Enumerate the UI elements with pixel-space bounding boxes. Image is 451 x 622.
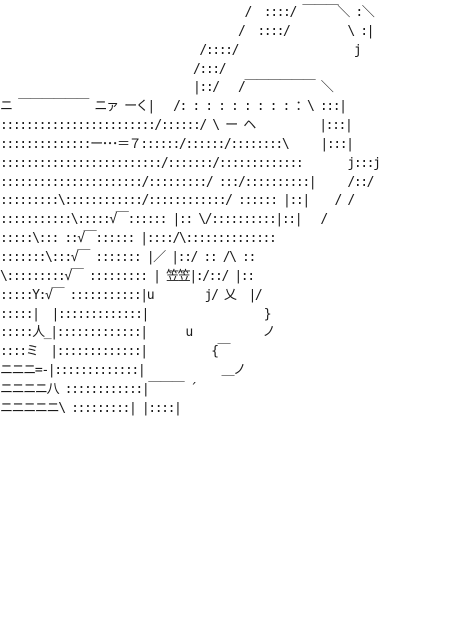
art-line: :::::::::::\:::::√￣:::::: |:: \/::::::::… — [0, 212, 328, 228]
art-line: :::::::\:::√￣ ::::::: |／ |::/ :: /\ :: — [0, 249, 256, 265]
art-line: ニニニニニ\ :::::::::| |::::| — [0, 400, 182, 416]
art-line: :::::::::\::::::::::::/::::::::::::/ :::… — [0, 193, 355, 209]
art-line: ::::::::::::::::::::::/:::::::::/ :::/::… — [0, 174, 375, 190]
art-line: / ::::/ \ :| — [0, 23, 375, 39]
art-line: ニニニ=-|:::::::::::::| ＿ノ — [0, 363, 246, 379]
art-line: :::::人_|:::::::::::::| u ノ — [0, 325, 276, 341]
art-line: :::::::::::::::::::::::::/:::::::/::::::… — [0, 155, 381, 171]
art-line: ::::::::::::::::::::::::/::::::/ \ ー ヘ |… — [0, 118, 353, 134]
art-line: /:::/ — [0, 61, 227, 77]
art-line: :::::Y:√￣ :::::::::::|u j/ 乂 |/ — [0, 287, 263, 303]
art-line: / ::::/ ￣￣￣＼ :＼ — [0, 5, 374, 20]
art-line: /::::/ j — [0, 42, 361, 58]
art-line: ニ ￣￣￣￣￣￣ ニァ ーく| /: : : : : : : : : ：\ ::… — [0, 99, 347, 115]
art-line: ::::ミ |:::::::::::::| {￣ — [0, 344, 231, 360]
art-line: :::::| |:::::::::::::| } — [0, 306, 272, 322]
art-line: ::::::::::::::ー･･･＝７::::::/::::::/::::::… — [0, 136, 354, 152]
art-line: \:::::::::√￣ ::::::::: | 笠笠|:/::/ |:: — [0, 268, 255, 284]
art-line: :::::\::: ::√￣:::::: |::::/\::::::::::::… — [0, 231, 277, 247]
art-line: |::/ /￣￣￣￣￣￣ ＼ — [0, 80, 334, 96]
ascii-art-text: / ::::/ ￣￣￣＼ :＼ / ::::/ \ :| /::::/ j /:… — [0, 4, 381, 419]
art-line: ニニニニ八 ::::::::::::|￣￣￣ ´ — [0, 381, 198, 397]
